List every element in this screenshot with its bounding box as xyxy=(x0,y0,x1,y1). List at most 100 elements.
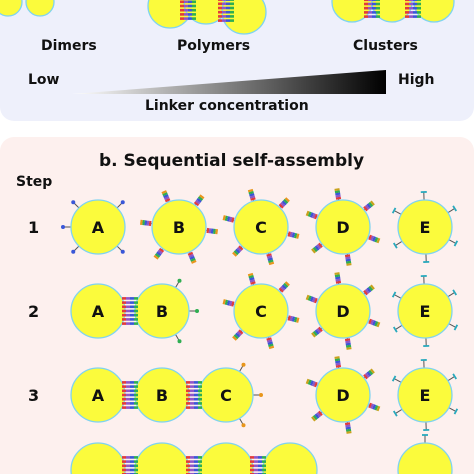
cluster-particle-2 xyxy=(371,0,413,23)
bridge-band xyxy=(222,19,226,22)
linker-band xyxy=(376,237,381,244)
linker-band xyxy=(226,216,231,222)
linker-band xyxy=(289,315,294,322)
bridge-band xyxy=(126,381,130,384)
bridge-band xyxy=(130,456,134,459)
ligand-c-5 xyxy=(222,215,235,223)
bridge-band xyxy=(262,460,266,463)
linker-band xyxy=(334,274,341,278)
linker-bc xyxy=(186,381,202,409)
ligand-d-1 xyxy=(363,368,375,380)
bridge-band xyxy=(186,472,190,474)
bridge-band xyxy=(130,393,134,397)
bridge-band xyxy=(194,397,198,401)
bridge-band xyxy=(122,456,126,459)
bridge-band xyxy=(194,385,198,388)
bridge-band xyxy=(262,464,266,468)
bridge-band xyxy=(254,472,258,474)
bridge-band xyxy=(198,472,202,474)
step-number-1: 1 xyxy=(28,218,40,237)
linker-band xyxy=(364,372,370,378)
ligand-stem xyxy=(448,323,457,328)
linker-band xyxy=(311,248,316,254)
bridge-band xyxy=(198,468,202,472)
linker-ab xyxy=(122,381,138,409)
linker-band xyxy=(335,360,341,364)
bridge-band xyxy=(130,301,134,304)
bridge-band xyxy=(122,301,126,304)
bridge-band xyxy=(194,381,198,384)
label-high: High xyxy=(398,72,435,88)
ligand-e-1 xyxy=(447,289,458,298)
linker-band xyxy=(317,410,323,416)
bridge-band xyxy=(405,2,409,6)
bridge-band xyxy=(417,15,421,18)
label-dimers: Dimers xyxy=(41,38,97,54)
linker-band xyxy=(206,227,210,234)
bridge-band xyxy=(218,6,222,10)
bridge-band xyxy=(134,468,138,472)
bridge-band xyxy=(364,2,368,6)
bridge-band xyxy=(230,19,234,22)
bridge-band xyxy=(126,385,130,388)
linker-band xyxy=(317,326,323,332)
ligand-d-1 xyxy=(363,284,375,296)
linker-band xyxy=(154,253,161,258)
bridge-band xyxy=(409,15,413,18)
ligand-d-5 xyxy=(305,294,318,304)
bridge-band xyxy=(372,6,376,10)
particle-body xyxy=(397,199,453,255)
linker-band xyxy=(309,380,314,386)
ligand-c-4 xyxy=(232,245,244,257)
linker-band xyxy=(249,195,256,199)
bridge-band xyxy=(198,385,202,388)
bridge-band xyxy=(186,389,190,393)
bridge-band xyxy=(134,406,138,409)
bridge-band xyxy=(134,297,138,300)
particle-letter-a: A xyxy=(92,302,105,321)
ligand-stem xyxy=(447,208,455,214)
linker-band xyxy=(312,330,318,337)
bridge-band xyxy=(122,472,126,474)
linker-band xyxy=(314,329,320,335)
linker-band xyxy=(313,297,318,304)
bridge-band xyxy=(262,456,266,459)
linker-band xyxy=(344,338,351,342)
linker-band xyxy=(281,284,287,290)
bridge-band xyxy=(364,6,368,10)
linker-band xyxy=(296,233,300,239)
bridge-band xyxy=(134,389,138,393)
linker-band xyxy=(249,193,255,197)
linker-band xyxy=(317,242,323,248)
linker-band xyxy=(278,203,284,209)
bridge-band xyxy=(413,15,417,18)
linker-band xyxy=(283,198,289,204)
bridge-band xyxy=(405,6,409,10)
particle-letter-c: C xyxy=(220,386,232,405)
bridge-band xyxy=(417,2,421,6)
linker-band xyxy=(309,296,314,302)
bridge-band xyxy=(254,468,258,472)
bridge-band xyxy=(222,0,226,1)
linker-band xyxy=(313,213,318,220)
linker-band xyxy=(190,257,196,262)
linker-band xyxy=(368,234,373,241)
bridge-band xyxy=(198,456,202,459)
bridge-band xyxy=(134,313,138,317)
linker-band xyxy=(345,340,351,344)
bridge-band xyxy=(134,402,138,405)
bridge-band xyxy=(230,0,234,1)
linker-band xyxy=(144,220,148,226)
ligand-d-3 xyxy=(344,337,352,350)
ligand-e-5 xyxy=(391,291,402,299)
linker-band xyxy=(197,196,204,201)
linker-band xyxy=(370,200,375,206)
bridge-band xyxy=(409,6,413,10)
linker-band xyxy=(222,215,226,221)
linker-band xyxy=(148,220,152,227)
bridge-band xyxy=(417,0,421,2)
bridge-band xyxy=(134,397,138,401)
linker-band xyxy=(335,192,341,196)
linker-band xyxy=(334,272,340,276)
